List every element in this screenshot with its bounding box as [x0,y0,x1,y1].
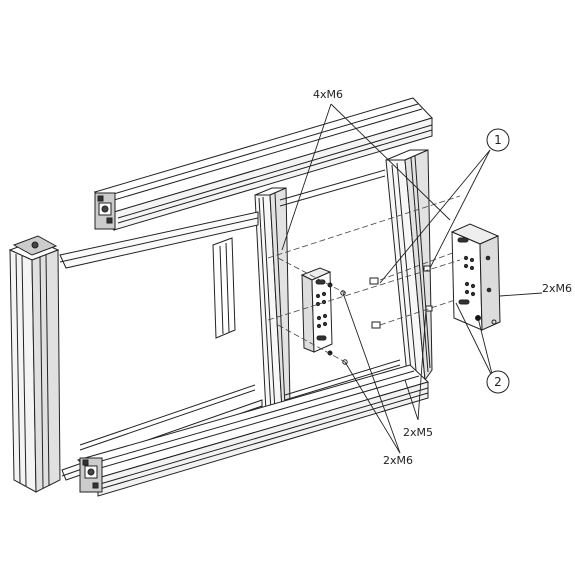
callout-2-number: 2 [494,375,502,389]
leader-lines [281,103,543,454]
window-handle [212,237,236,339]
left-post [8,239,61,493]
bracket-right [450,223,501,331]
bottom-extrusion-end [79,457,103,493]
label-4xm6: 4xM6 [313,88,343,101]
callout-1: 1 [486,128,510,152]
top-extrusion-end [94,192,116,230]
label-2xm5: 2xM5 [403,426,433,439]
left-post-end [12,235,58,256]
label-2xm6-right: 2xM6 [542,282,572,295]
middle-post [254,187,291,413]
assembly-lines [267,195,461,363]
label-2xm6-bottom: 2xM6 [383,454,413,467]
callout-1-number: 1 [494,133,502,147]
callout-2: 2 [486,370,510,394]
bracket-left [300,267,333,356]
